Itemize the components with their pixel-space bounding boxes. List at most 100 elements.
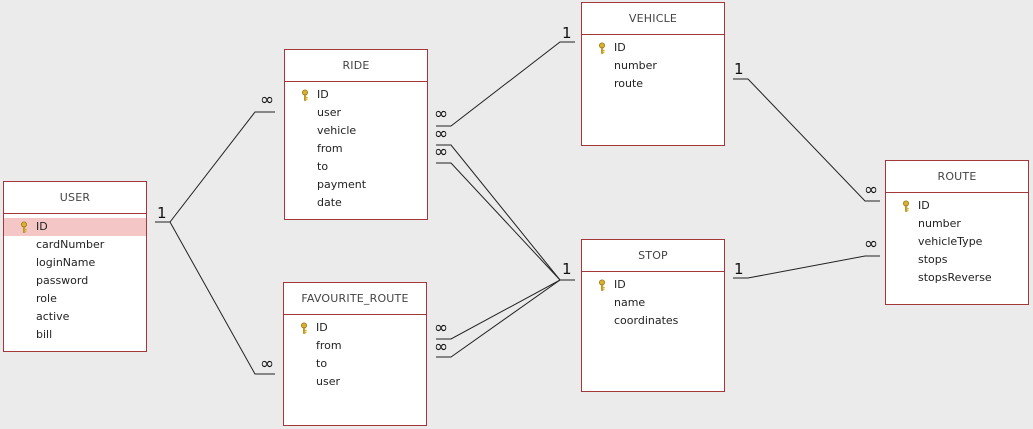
rel-user-favourite-route — [155, 221, 275, 375]
field-bill[interactable]: bill — [4, 326, 146, 344]
field-label: ID — [614, 278, 626, 291]
card-stop-route-one: 1 — [734, 260, 744, 278]
field-list: ID cardNumber loginName password role ac… — [4, 214, 146, 344]
table-vehicle[interactable]: VEHICLE ID number route — [581, 2, 725, 146]
field-route[interactable]: route — [582, 75, 724, 93]
field-id[interactable]: ID — [4, 218, 146, 236]
field-label: name — [614, 296, 646, 309]
card-stop-route-many: ∞ — [864, 234, 879, 254]
field-label: from — [317, 142, 343, 155]
field-label: stopsReverse — [918, 271, 992, 284]
field-label: number — [918, 217, 961, 230]
table-favourite-route[interactable]: FAVOURITE_ROUTE ID from to user — [283, 282, 427, 426]
field-list: ID from to user — [284, 315, 426, 391]
rel-stop-ride-to — [436, 162, 575, 281]
field-list: ID number route — [582, 35, 724, 93]
card-stop-fav-to-many: ∞ — [434, 337, 449, 357]
field-to[interactable]: to — [285, 158, 427, 176]
field-list: ID name coordinates — [582, 272, 724, 330]
rel-stop-ride-from — [436, 144, 575, 281]
field-vehicletype[interactable]: vehicleType — [886, 233, 1028, 251]
field-user[interactable]: user — [285, 104, 427, 122]
field-id[interactable]: ID — [582, 39, 724, 57]
field-label: coordinates — [614, 314, 679, 327]
card-user-fav-many: ∞ — [260, 354, 275, 374]
field-label: active — [36, 310, 70, 323]
key-icon — [21, 221, 27, 233]
field-label: from — [316, 339, 342, 352]
table-route[interactable]: ROUTE ID number vehicleType stops stopsR… — [885, 160, 1029, 305]
field-number[interactable]: number — [582, 57, 724, 75]
card-stop-ride-from-many: ∞ — [434, 124, 449, 144]
field-label: ID — [36, 220, 48, 233]
field-label: vehicle — [317, 124, 357, 137]
card-vehicle-route-many: ∞ — [864, 180, 879, 200]
field-label: route — [614, 77, 644, 90]
table-stop[interactable]: STOP ID name coordinates — [581, 239, 725, 392]
rel-user-ride — [155, 111, 275, 223]
rel-stop-route — [733, 255, 880, 279]
field-cardnumber[interactable]: cardNumber — [4, 236, 146, 254]
card-vehicle-route-one: 1 — [734, 60, 744, 78]
key-icon — [302, 89, 308, 101]
table-user[interactable]: USER ID cardNumber loginName password ro… — [3, 181, 147, 352]
field-id[interactable]: ID — [582, 276, 724, 294]
field-vehicle[interactable]: vehicle — [285, 122, 427, 140]
rel-vehicle-ride — [436, 41, 575, 127]
key-icon — [599, 42, 605, 54]
field-label: ID — [918, 199, 930, 212]
key-icon — [301, 322, 307, 334]
key-icon — [599, 279, 605, 291]
field-coordinates[interactable]: coordinates — [582, 312, 724, 330]
table-title: RIDE — [285, 50, 427, 82]
field-stopsreverse[interactable]: stopsReverse — [886, 269, 1028, 287]
field-label: bill — [36, 328, 53, 341]
field-user[interactable]: user — [284, 373, 426, 391]
field-password[interactable]: password — [4, 272, 146, 290]
field-label: vehicleType — [918, 235, 983, 248]
field-label: role — [36, 292, 57, 305]
field-id[interactable]: ID — [285, 86, 427, 104]
card-stop-fav-from-many: ∞ — [434, 318, 449, 338]
rel-stop-fav-from — [436, 279, 575, 340]
card-user-ride-one: 1 — [157, 204, 167, 222]
field-loginname[interactable]: loginName — [4, 254, 146, 272]
table-title: STOP — [582, 240, 724, 272]
field-id[interactable]: ID — [284, 319, 426, 337]
field-from[interactable]: from — [285, 140, 427, 158]
field-list: ID user vehicle from to payment date — [285, 82, 427, 212]
field-from[interactable]: from — [284, 337, 426, 355]
field-list: ID number vehicleType stops stopsReverse — [886, 193, 1028, 287]
field-active[interactable]: active — [4, 308, 146, 326]
field-label: ID — [316, 321, 328, 334]
field-label: loginName — [36, 256, 96, 269]
key-icon — [903, 200, 909, 212]
card-vehicle-ride-one: 1 — [562, 24, 572, 42]
card-vehicle-ride-many: ∞ — [434, 104, 449, 124]
field-stops[interactable]: stops — [886, 251, 1028, 269]
field-date[interactable]: date — [285, 194, 427, 212]
table-title: FAVOURITE_ROUTE — [284, 283, 426, 315]
field-to[interactable]: to — [284, 355, 426, 373]
table-ride[interactable]: RIDE ID user vehicle from to payment dat… — [284, 49, 428, 220]
field-label: cardNumber — [36, 238, 105, 251]
field-id[interactable]: ID — [886, 197, 1028, 215]
field-label: date — [317, 196, 342, 209]
field-label: payment — [317, 178, 367, 191]
field-label: ID — [317, 88, 329, 101]
field-label: user — [317, 106, 341, 119]
field-label: stops — [918, 253, 948, 266]
table-title: VEHICLE — [582, 3, 724, 35]
table-title: USER — [4, 182, 146, 214]
table-title: ROUTE — [886, 161, 1028, 193]
field-number[interactable]: number — [886, 215, 1028, 233]
field-label: number — [614, 59, 657, 72]
field-payment[interactable]: payment — [285, 176, 427, 194]
card-stop-ride-to-many: ∞ — [434, 142, 449, 162]
field-label: user — [316, 375, 340, 388]
field-label: to — [317, 160, 329, 173]
field-role[interactable]: role — [4, 290, 146, 308]
field-name[interactable]: name — [582, 294, 724, 312]
